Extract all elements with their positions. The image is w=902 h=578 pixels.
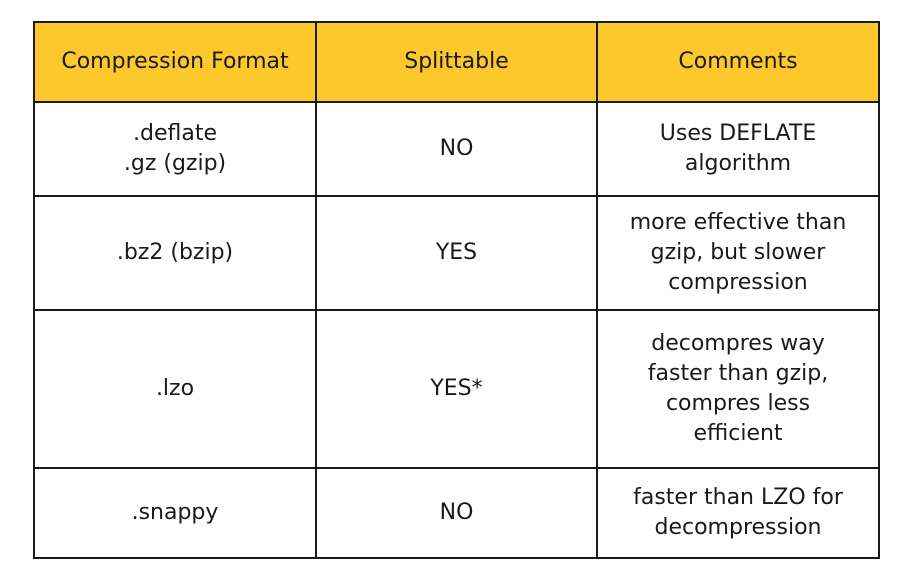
comment-line: efficient — [693, 421, 783, 446]
splittable-cell: NO — [315, 101, 598, 197]
splittable-cell: YES* — [315, 309, 598, 469]
comment-line: faster than LZO for — [633, 485, 843, 510]
format-line: .lzo — [155, 376, 195, 401]
splittable-cell: NO — [315, 467, 598, 559]
comments-cell: decompres way faster than gzip, compres … — [596, 309, 880, 469]
comment-line: faster than gzip, — [647, 361, 829, 386]
format-cell: .deflate .gz (gzip) — [33, 101, 317, 197]
header-splittable: Splittable — [315, 21, 598, 103]
comment-line: compres less — [665, 391, 811, 416]
format-line: .gz (gzip) — [123, 151, 227, 176]
comment-line: algorithm — [684, 151, 792, 176]
header-comments: Comments — [596, 21, 880, 103]
comment-line: more effective than — [629, 210, 847, 235]
comments-cell: faster than LZO for decompression — [596, 467, 880, 559]
format-cell: .bz2 (bzip) — [33, 195, 317, 311]
format-line: .snappy — [131, 500, 219, 525]
comments-cell: Uses DEFLATE algorithm — [596, 101, 880, 197]
table-row: .snappy NO faster than LZO for decompres… — [33, 467, 880, 559]
comment-line: gzip, but slower — [650, 240, 826, 265]
header-compression-format: Compression Format — [33, 21, 317, 103]
comment-line: Uses DEFLATE — [659, 121, 817, 146]
comment-line: decompres way — [651, 331, 825, 356]
splittable-cell: YES — [315, 195, 598, 311]
comments-cell: more effective than gzip, but slower com… — [596, 195, 880, 311]
header-row: Compression Format Splittable Comments — [33, 21, 880, 103]
comment-line: compression — [668, 270, 808, 295]
table-row: .bz2 (bzip) YES more effective than gzip… — [33, 195, 880, 311]
format-line: .bz2 (bzip) — [116, 240, 234, 265]
format-cell: .snappy — [33, 467, 317, 559]
table-row: .deflate .gz (gzip) NO Uses DEFLATE algo… — [33, 101, 880, 197]
table-row: .lzo YES* decompres way faster than gzip… — [33, 309, 880, 469]
compression-formats-table: Compression Format Splittable Comments .… — [33, 21, 880, 559]
table-header: Compression Format Splittable Comments — [33, 21, 880, 103]
format-cell: .lzo — [33, 309, 317, 469]
table-body: .deflate .gz (gzip) NO Uses DEFLATE algo… — [33, 101, 880, 559]
comment-line: decompression — [654, 515, 822, 540]
format-line: .deflate — [133, 121, 217, 146]
